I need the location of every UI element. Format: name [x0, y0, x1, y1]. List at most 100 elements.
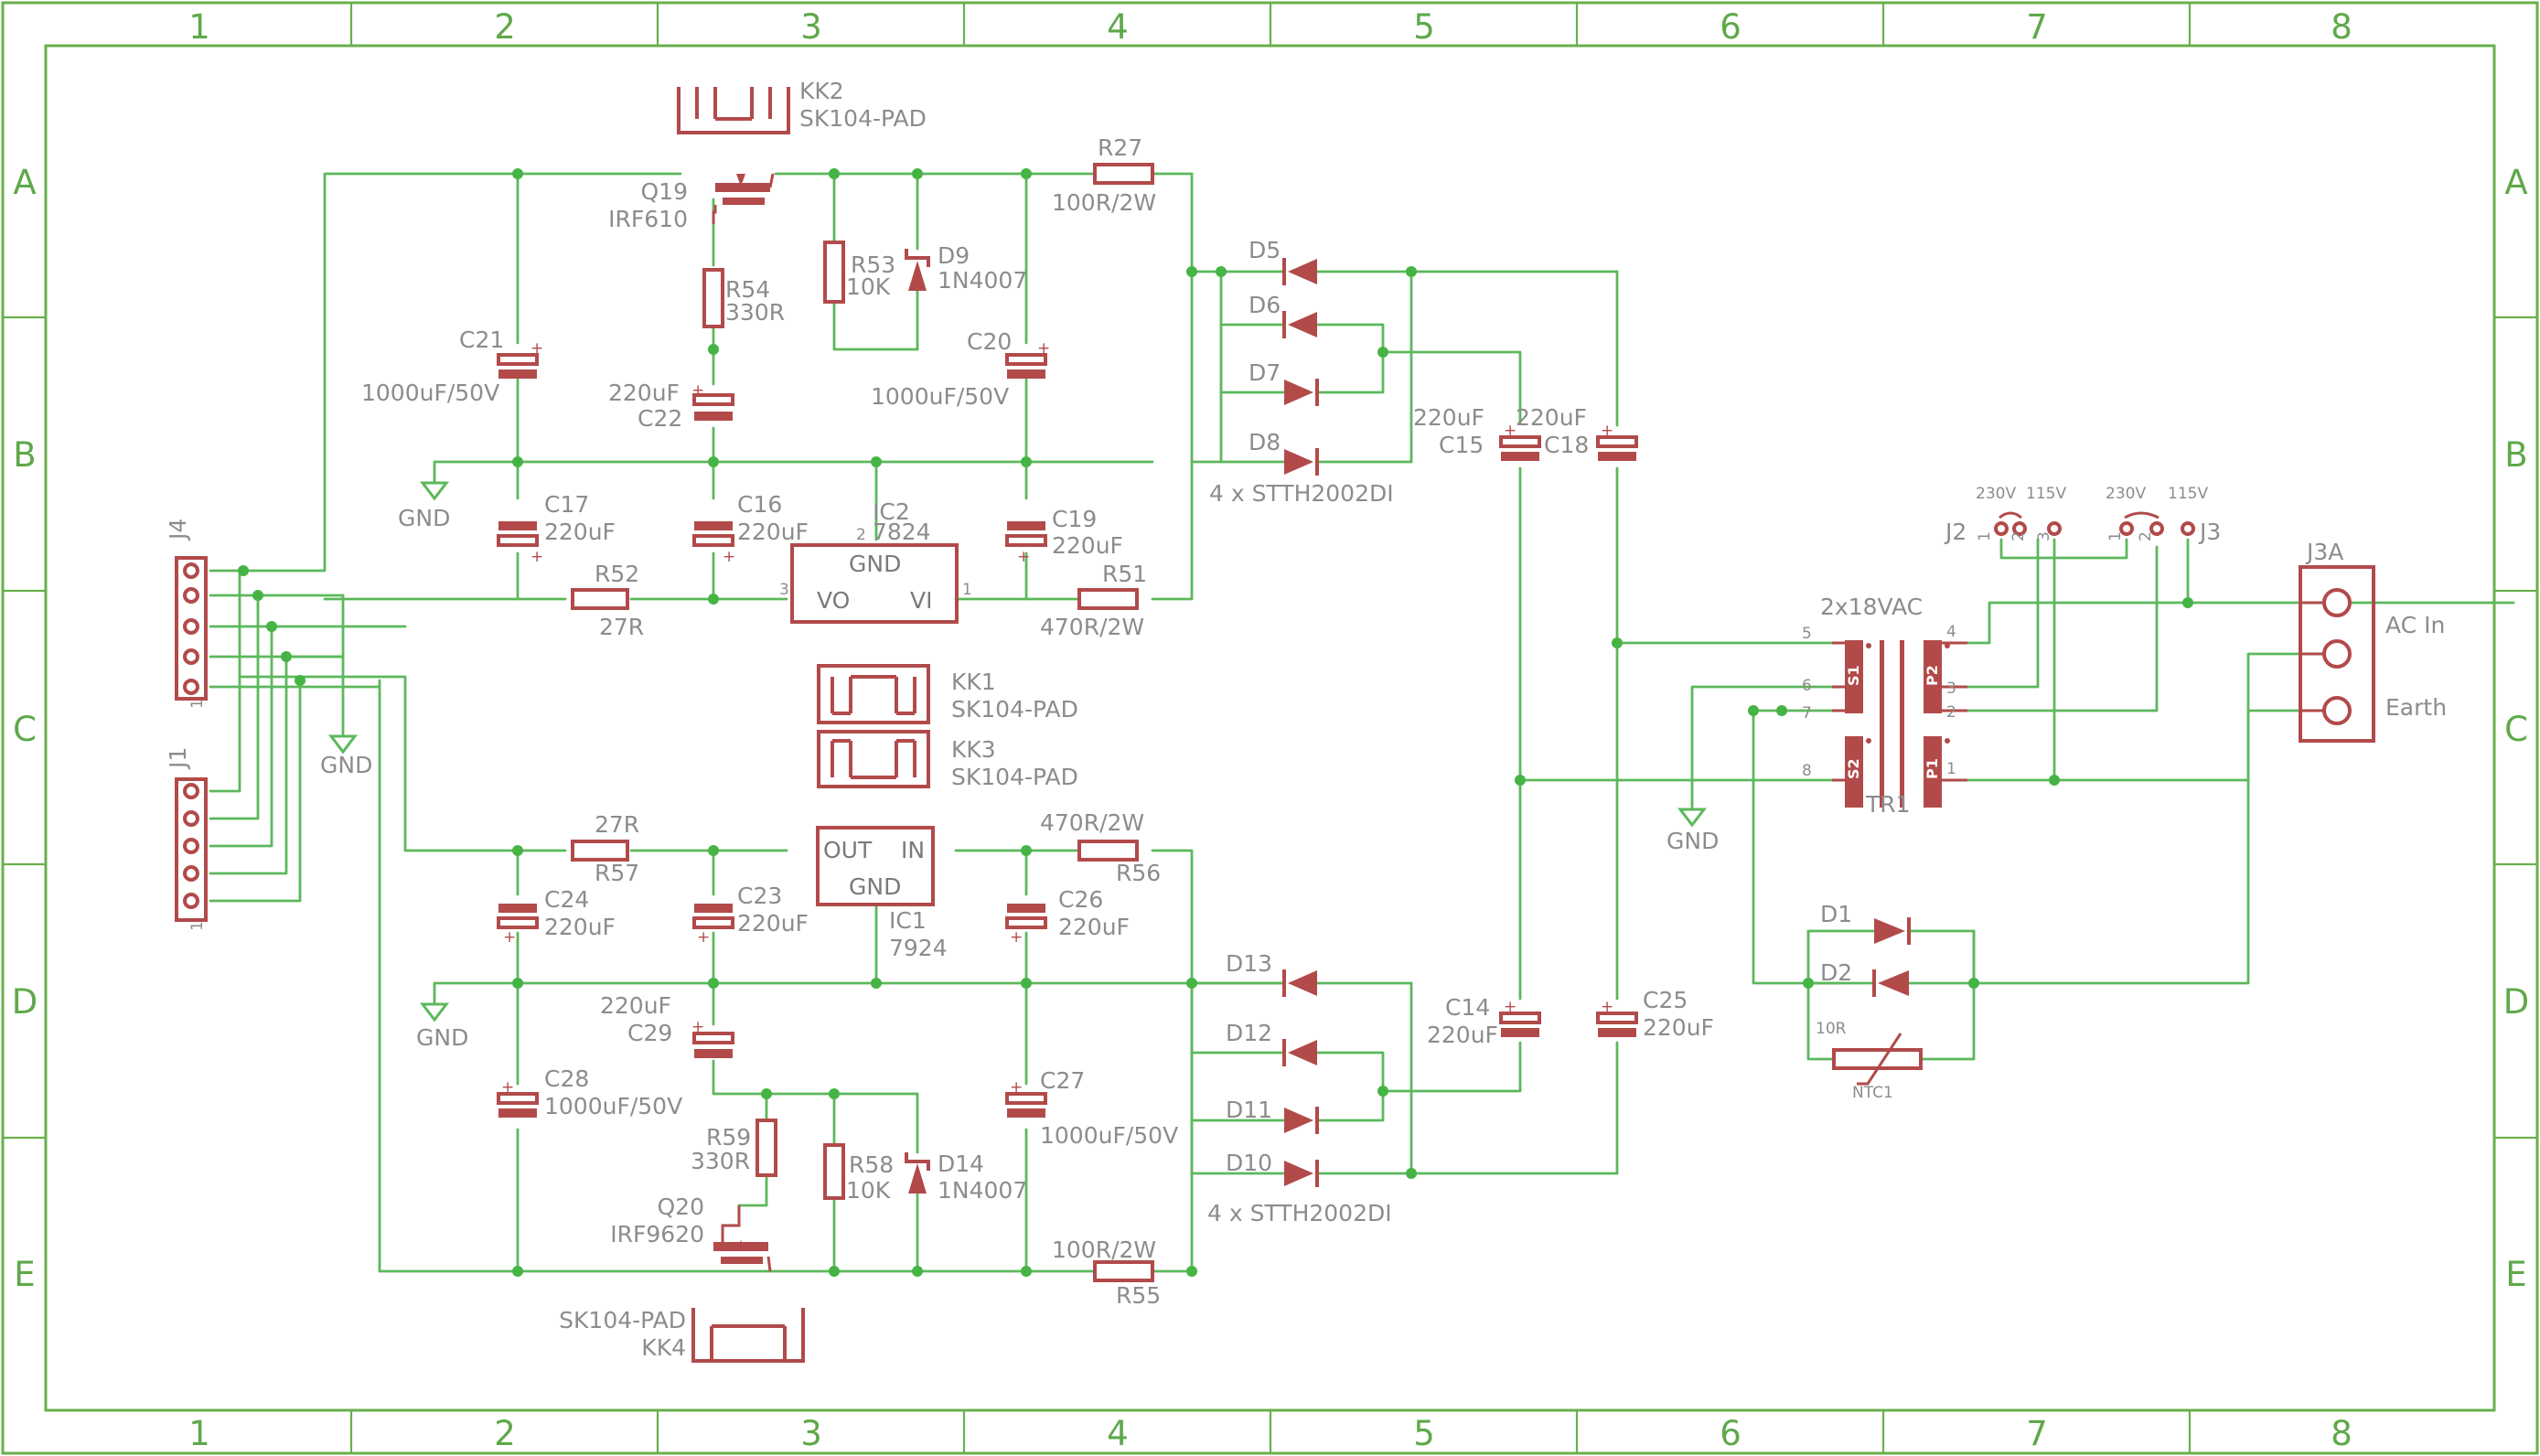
- kk2-name: KK2: [799, 78, 844, 104]
- thermistor-ntc1: 10R NTC1: [1816, 1020, 1923, 1102]
- diode-d5: D5: [1249, 237, 1317, 285]
- connector-j1: J1 1: [165, 747, 208, 931]
- r58-name: R58: [849, 1151, 894, 1178]
- col-top-3: 3: [800, 7, 822, 47]
- tr1-p2: P2: [1924, 665, 1941, 686]
- j1-pin1: 1: [188, 921, 207, 931]
- heatsink-kk2: KK2 SK104-PAD: [677, 78, 927, 134]
- col-bottom-2: 2: [494, 1414, 516, 1453]
- d13-name: D13: [1226, 950, 1272, 977]
- tr1-name: TR1: [1865, 791, 1911, 818]
- capacitor-c29: + 220uF C29: [600, 992, 734, 1058]
- c14-name: C14: [1445, 994, 1490, 1021]
- r52-value: 27R: [599, 614, 644, 640]
- r54-value: 330R: [725, 299, 785, 326]
- row-right-c: C: [2504, 710, 2528, 749]
- resistor-r51: R51 470R/2W: [1040, 561, 1147, 640]
- c29-plus-sign: +: [691, 1018, 704, 1036]
- c17-plus-sign: +: [531, 548, 543, 566]
- bridge-bottom-label: 4 x STTH2002DI: [1207, 1200, 1392, 1226]
- col-top-7: 7: [2026, 7, 2048, 47]
- row-right-a: A: [2504, 163, 2527, 202]
- c26-plus-sign: +: [1010, 928, 1023, 947]
- r54-name: R54: [725, 276, 770, 303]
- gnd-label-4: GND: [1667, 828, 1719, 854]
- q20-value: IRF9620: [610, 1221, 704, 1247]
- bridge-diodes-bottom: D13 D12 D11 D10 4 x STTH2002DI: [1207, 950, 1392, 1226]
- diode-d2: D2: [1820, 959, 1909, 997]
- heatsink-kk1: KK1 SK104-PAD: [817, 664, 1078, 724]
- c14-value: 220uF: [1427, 1022, 1498, 1048]
- row-left-e: E: [14, 1255, 35, 1294]
- c28-name: C28: [544, 1065, 589, 1092]
- regulator-ic2: GND VO VI 2 3 1 IC2 7824: [779, 498, 972, 624]
- r59-name: R59: [706, 1124, 751, 1151]
- kk3-value: SK104-PAD: [951, 764, 1078, 790]
- grid-dividers: [3, 3, 2537, 1453]
- c15-plus-sign: +: [1504, 422, 1516, 440]
- j1-name: J1: [165, 747, 191, 770]
- jumper-j3: 230V 115V 1 2 J3: [2106, 485, 2221, 545]
- d9-value: 1N4007: [938, 267, 1027, 294]
- capacitor-c28: + C28 1000uF/50V: [497, 1065, 682, 1119]
- j3-pin-2: 2: [2137, 531, 2155, 541]
- c19-value: 220uF: [1052, 532, 1123, 559]
- c25-value: 220uF: [1643, 1014, 1714, 1041]
- mosfet-q19: Q19 IRF610: [608, 173, 775, 232]
- j2-name: J2: [1944, 519, 1967, 545]
- diode-d10: D10: [1226, 1150, 1319, 1187]
- row-left-d: D: [12, 982, 38, 1022]
- resistor-r27: R27 100R/2W: [1052, 134, 1156, 216]
- resistor-r57: 27R R57: [571, 811, 639, 886]
- kk3-name: KK3: [951, 736, 996, 763]
- row-right-e: E: [2505, 1255, 2526, 1294]
- ic1-value: 7924: [889, 935, 948, 961]
- ic2-name: IC2: [873, 498, 910, 525]
- tr1-pin-1: 1: [1946, 760, 1956, 778]
- q20-name: Q20: [658, 1194, 705, 1220]
- connector-j3a: J3A AC In Earth: [2299, 539, 2447, 743]
- c24-plus-sign: +: [503, 928, 516, 947]
- j3-115v: 115V: [2168, 485, 2208, 503]
- j2-230v: 230V: [1976, 485, 2016, 503]
- q19-value: IRF610: [608, 206, 688, 232]
- j2-pin-2: 2: [2009, 531, 2028, 541]
- col-bottom-5: 5: [1413, 1414, 1435, 1453]
- d6-name: D6: [1249, 292, 1281, 318]
- resistor-r53: R53 10K: [823, 241, 895, 304]
- c14-plus-sign: +: [1504, 998, 1516, 1016]
- j3-230v: 230V: [2106, 485, 2146, 503]
- transformer-tr1: 2x18VAC S1 S2 P2 P1 5 6 7 8 4 3 2 1 TR1: [1802, 594, 1967, 818]
- q19-name: Q19: [641, 178, 689, 205]
- c23-value: 220uF: [737, 910, 809, 937]
- capacitor-c17: + C17 220uF: [497, 491, 616, 566]
- d9-name: D9: [938, 242, 970, 269]
- ic2-vo-label: VO: [817, 587, 850, 614]
- zener-d9: D9 1N4007: [905, 242, 1027, 294]
- gnd-symbol-1: GND: [398, 481, 450, 531]
- c16-value: 220uF: [737, 519, 809, 545]
- resistor-r54: R54 330R: [702, 268, 785, 328]
- ic2-pin-3: 3: [779, 581, 789, 599]
- ic2-pin-1: 1: [962, 581, 972, 599]
- d12-name: D12: [1226, 1020, 1272, 1046]
- gnd-label-3: GND: [416, 1024, 468, 1051]
- j2-115v: 115V: [2026, 485, 2066, 503]
- c26-name: C26: [1058, 886, 1103, 913]
- heatsink-kk3: KK3 SK104-PAD: [817, 730, 1078, 790]
- c16-name: C16: [737, 491, 782, 518]
- diode-d11: D11: [1226, 1097, 1319, 1134]
- tr1-s2: S2: [1845, 758, 1862, 779]
- c21-name: C21: [459, 327, 504, 353]
- kk2-value: SK104-PAD: [799, 105, 927, 132]
- c25-name: C25: [1643, 987, 1688, 1013]
- ic1-gnd-label: GND: [849, 873, 901, 900]
- c16-plus-sign: +: [723, 548, 735, 566]
- tr1-pin-5: 5: [1802, 625, 1812, 643]
- junctions: [238, 168, 2193, 1277]
- c22-value: 220uF: [608, 380, 680, 406]
- c18-value: 220uF: [1516, 404, 1587, 431]
- c22-plus-sign: +: [691, 381, 704, 400]
- capacitor-c21: + C21 1000uF/50V: [361, 327, 543, 406]
